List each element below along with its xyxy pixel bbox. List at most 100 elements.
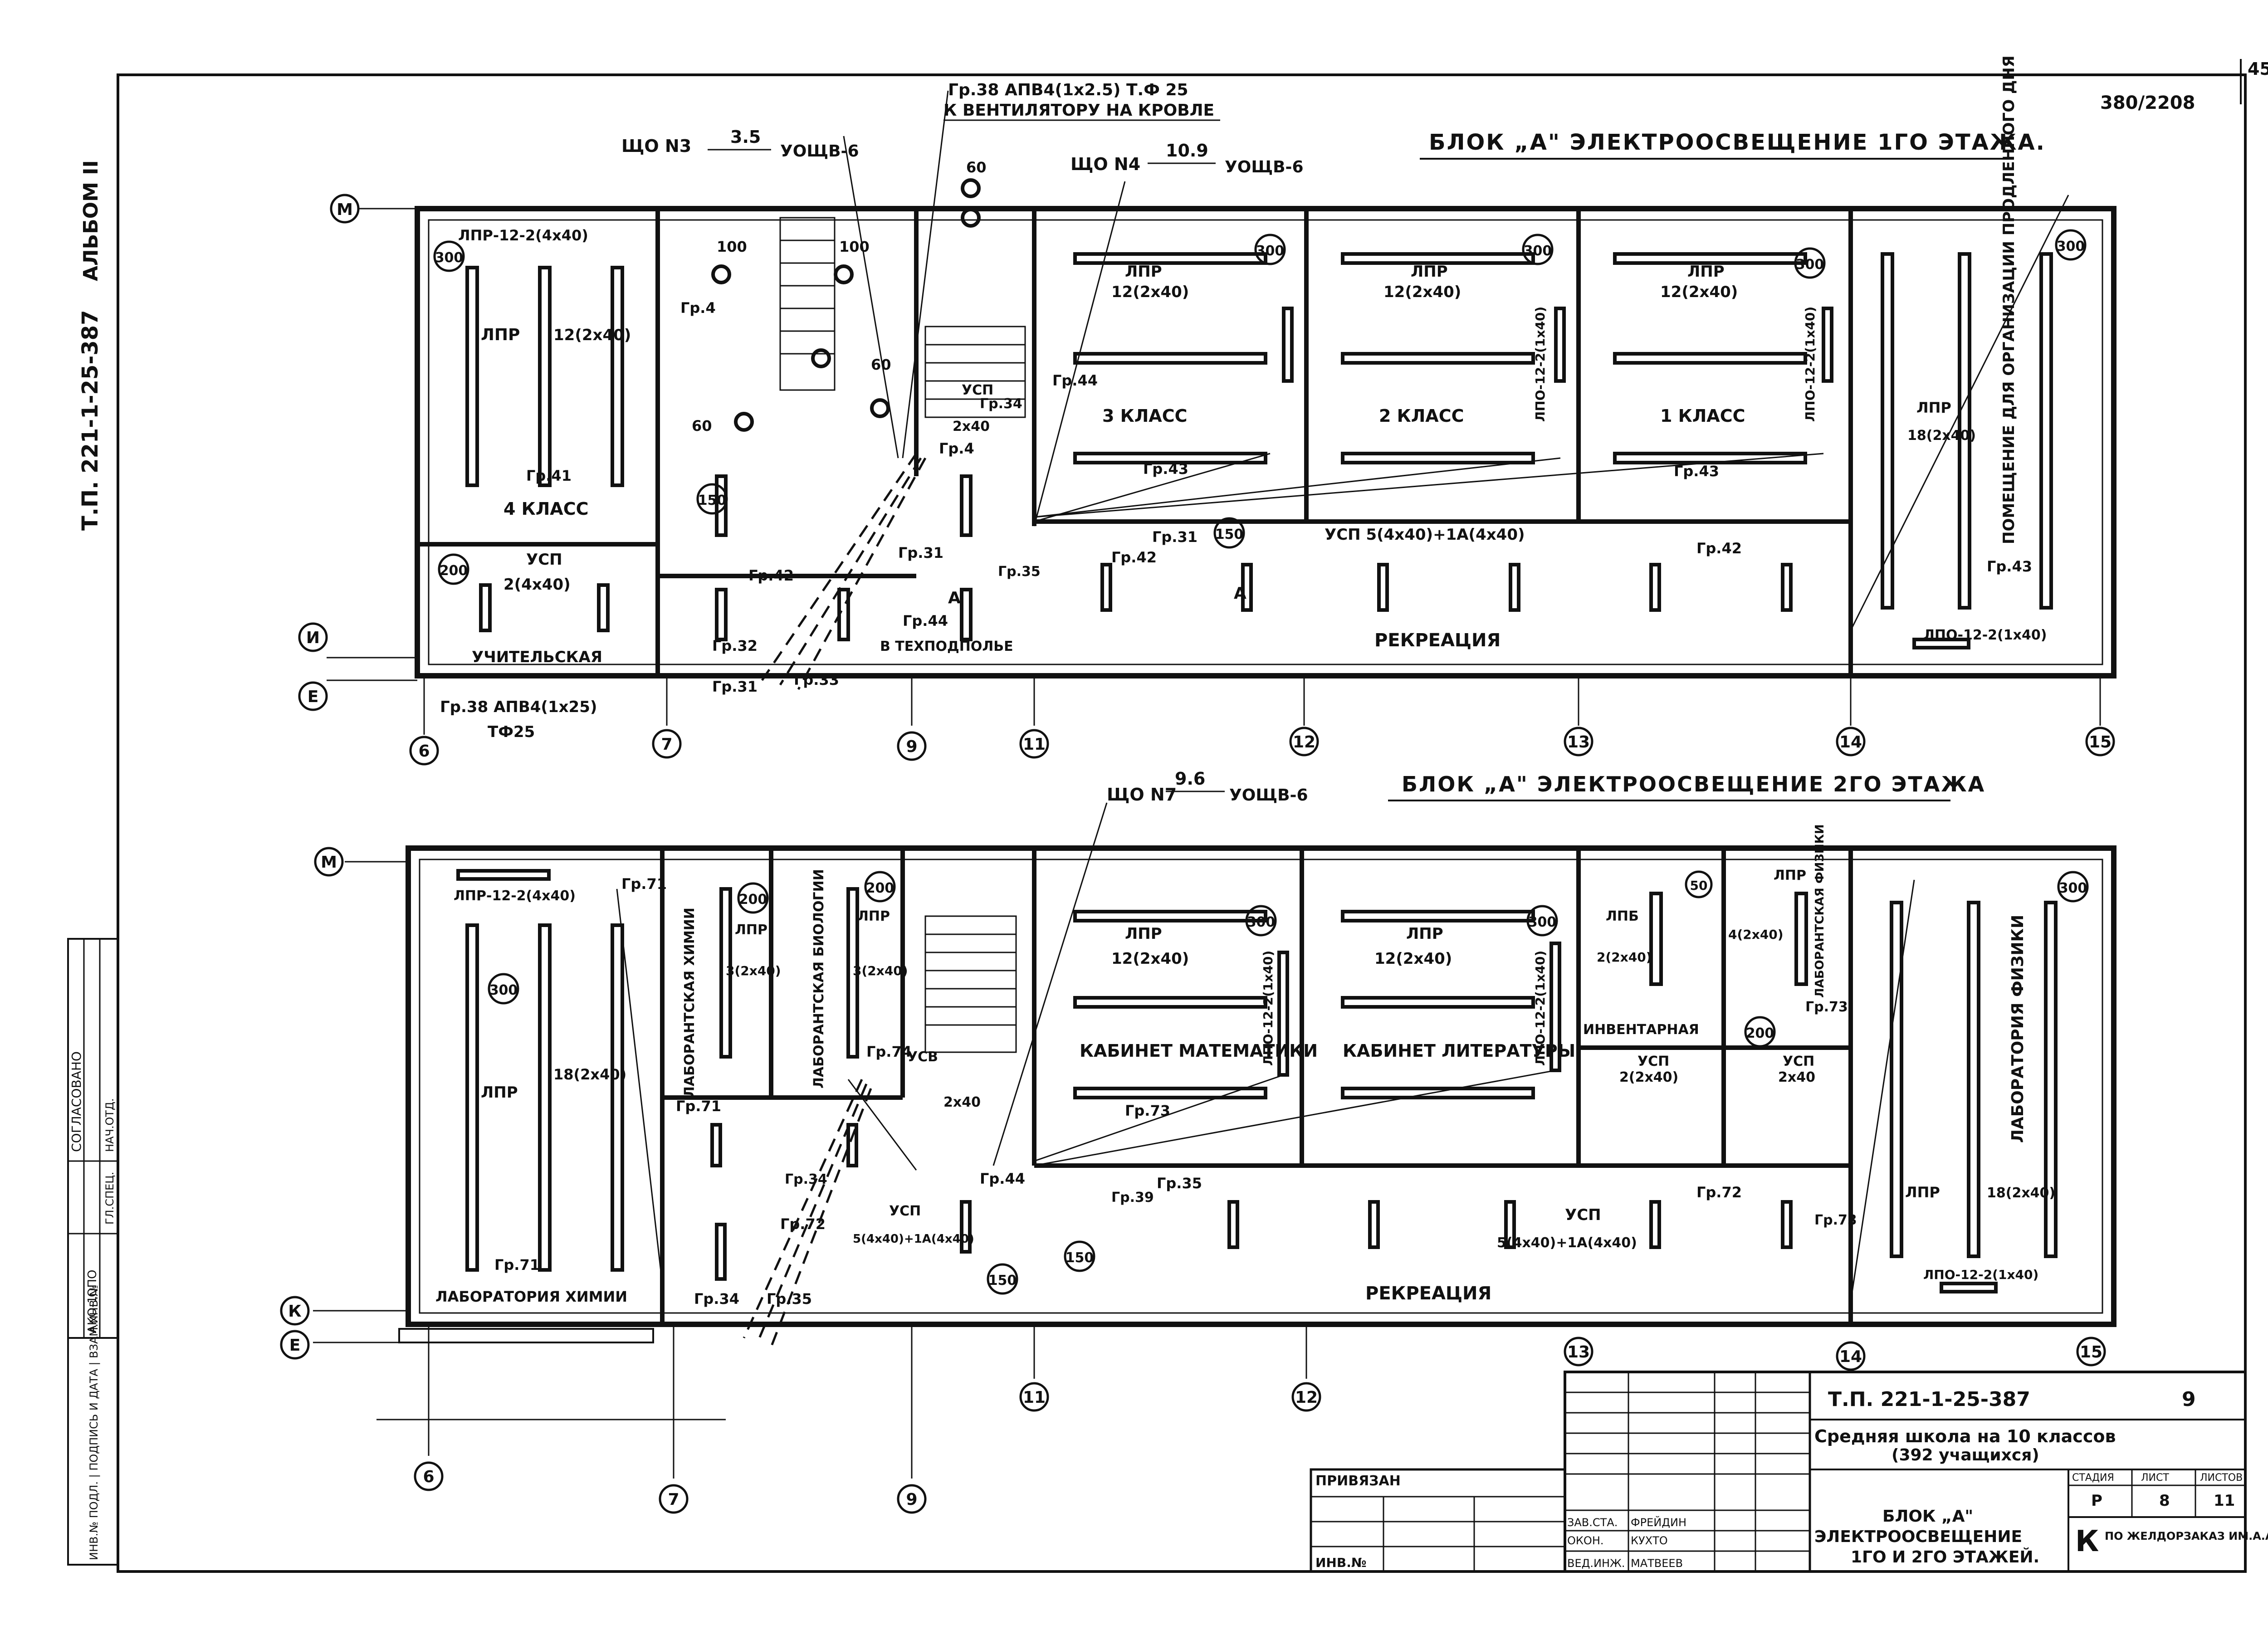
svg-text:Гр.74: Гр.74 bbox=[866, 1043, 912, 1060]
svg-text:ЛПР-12-2(4х40): ЛПР-12-2(4х40) bbox=[454, 888, 576, 904]
svg-text:Гр.73: Гр.73 bbox=[1814, 1212, 1857, 1228]
svg-text:2(2х40): 2(2х40) bbox=[1619, 1069, 1678, 1085]
room-uchitelskaya: УЧИТЕЛЬСКАЯ bbox=[472, 648, 602, 666]
svg-text:12: 12 bbox=[1293, 733, 1315, 752]
svg-text:14: 14 bbox=[1839, 733, 1862, 752]
svg-text:УСП: УСП bbox=[962, 382, 993, 398]
svg-text:Гр.71: Гр.71 bbox=[676, 1098, 721, 1115]
svg-text:ЛПР: ЛПР bbox=[1406, 925, 1443, 943]
svg-text:ЛПР: ЛПР bbox=[1687, 263, 1725, 281]
tb-sheet-no: 9 bbox=[2182, 1388, 2196, 1411]
tb-name-2: МАТВЕЕВ bbox=[1631, 1557, 1683, 1570]
svg-text:3(2х40): 3(2х40) bbox=[853, 963, 908, 978]
floor1-partitions bbox=[417, 209, 1853, 676]
svg-text:5(4х40)+1А(4х40): 5(4х40)+1А(4х40) bbox=[1497, 1235, 1637, 1251]
room-rekreatsiya-2: РЕКРЕАЦИЯ bbox=[1365, 1283, 1491, 1304]
page-number: 45 bbox=[2248, 59, 2268, 79]
svg-text:2(2х40): 2(2х40) bbox=[1597, 950, 1652, 965]
svg-text:9: 9 bbox=[906, 737, 917, 756]
tb-sheet: 8 bbox=[2159, 1492, 2170, 1510]
svg-text:150: 150 bbox=[988, 1273, 1017, 1288]
svg-text:ЛПР: ЛПР bbox=[481, 1083, 518, 1102]
svg-text:Гр.43: Гр.43 bbox=[1674, 463, 1719, 480]
feed-note-2: К ВЕНТИЛЯТОРУ НА КРОВЛЕ bbox=[943, 101, 1214, 120]
floor1-outline bbox=[415, 206, 2116, 678]
tb-role-2: ВЕД.ИНЖ. bbox=[1567, 1557, 1625, 1570]
room-1-klass: 1 КЛАСС bbox=[1660, 406, 1745, 426]
svg-text:Гр.43: Гр.43 bbox=[1143, 460, 1188, 478]
svg-text:Гр.72: Гр.72 bbox=[1696, 1184, 1742, 1201]
panel-shch-o-n4-type: УОЩВ-6 bbox=[1225, 158, 1304, 176]
panel-shch-o-n3-value: 3.5 bbox=[730, 127, 761, 147]
svg-text:150: 150 bbox=[1066, 1250, 1094, 1266]
svg-text:Е: Е bbox=[289, 1336, 301, 1355]
approval-label-0: СОГЛАСОВАНО bbox=[69, 1051, 84, 1152]
svg-text:ЛПО-12-2(1х40): ЛПО-12-2(1х40) bbox=[1923, 627, 2047, 643]
svg-text:12(2х40): 12(2х40) bbox=[553, 326, 631, 344]
svg-text:18(2х40): 18(2х40) bbox=[1987, 1185, 2055, 1201]
svg-text:Гр.73: Гр.73 bbox=[1805, 999, 1848, 1015]
panel-shch-o-n3-id: ЩО N3 bbox=[621, 136, 691, 156]
tb-role-1: ОКОН. bbox=[1567, 1534, 1604, 1547]
tb-sheet-h: ЛИСТ bbox=[2141, 1472, 2169, 1484]
svg-text:200: 200 bbox=[440, 563, 468, 579]
svg-text:300: 300 bbox=[2057, 239, 2085, 254]
svg-text:УСП 5(4х40)+1А(4х40): УСП 5(4х40)+1А(4х40) bbox=[1325, 526, 1525, 544]
svg-text:300: 300 bbox=[489, 982, 518, 998]
tb-org: ПО ЖЕЛДОРЗАКАЗ ИМ.А.А.ЯКУШЕВА bbox=[2105, 1530, 2268, 1542]
svg-text:150: 150 bbox=[1215, 527, 1244, 542]
svg-text:15: 15 bbox=[2089, 733, 2112, 752]
panel-shch-o-n7-type: УОЩВ-6 bbox=[1229, 786, 1308, 805]
svg-text:200: 200 bbox=[739, 892, 767, 908]
svg-text:12(2х40): 12(2х40) bbox=[1660, 283, 1738, 301]
svg-text:Гр.44: Гр.44 bbox=[980, 1170, 1025, 1187]
svg-text:Гр.34: Гр.34 bbox=[980, 396, 1022, 412]
floor1-lux-markers: 300 300 300 300 300 150 150 200 bbox=[433, 229, 2087, 585]
svg-text:Гр.35: Гр.35 bbox=[767, 1290, 812, 1308]
svg-text:7: 7 bbox=[661, 735, 672, 754]
svg-text:И: И bbox=[306, 629, 320, 647]
svg-text:Гр.44: Гр.44 bbox=[903, 612, 948, 630]
room-laborant-khimii: ЛАБОРАНТСКАЯ ХИМИИ bbox=[682, 908, 698, 1098]
svg-text:ЛПР: ЛПР bbox=[1905, 1184, 1940, 1201]
floor1-stair-lamps bbox=[711, 178, 981, 432]
svg-text:Гр.31: Гр.31 bbox=[898, 544, 943, 561]
tb-project: Средняя школа на 10 классов bbox=[1814, 1426, 2116, 1446]
svg-text:12(2х40): 12(2х40) bbox=[1111, 950, 1189, 968]
svg-text:11: 11 bbox=[1023, 735, 1046, 754]
panel-shch-o-n4-value: 10.9 bbox=[1166, 141, 1208, 161]
svg-text:ЛПР-12-2(4х40): ЛПР-12-2(4х40) bbox=[458, 227, 588, 244]
svg-text:12: 12 bbox=[1295, 1388, 1318, 1407]
svg-text:УСП: УСП bbox=[1783, 1054, 1814, 1069]
svg-text:А: А bbox=[948, 589, 961, 607]
room-laborant-fiziki: ЛАБОРАНТСКАЯ ФИЗИКИ bbox=[1813, 824, 1827, 998]
svg-text:ЛПО-12-2(1х40): ЛПО-12-2(1х40) bbox=[1261, 951, 1276, 1066]
svg-text:Гр.33: Гр.33 bbox=[794, 671, 839, 688]
svg-text:А: А bbox=[1234, 584, 1246, 603]
lux-60-right: 60 bbox=[871, 356, 891, 373]
svg-text:ЛПО-12-2(1х40): ЛПО-12-2(1х40) bbox=[1923, 1267, 2038, 1282]
svg-text:Гр.35: Гр.35 bbox=[998, 564, 1041, 580]
tb-org-logo: К bbox=[2075, 1525, 2099, 1558]
svg-text:12(2х40): 12(2х40) bbox=[1374, 950, 1452, 968]
tb-stage: Р bbox=[2091, 1492, 2102, 1510]
svg-text:Гр.35: Гр.35 bbox=[1157, 1175, 1202, 1192]
svg-text:2х40: 2х40 bbox=[1778, 1069, 1815, 1085]
approval-box: СОГЛАСОВАНО АКО-1 ОПО ГЛ.СПЕЦ. НАЧ.ОТД. bbox=[67, 938, 119, 1339]
svg-text:Гр.41: Гр.41 bbox=[526, 467, 572, 484]
svg-text:18(2х40): 18(2х40) bbox=[1907, 428, 1976, 444]
tb-stage-h: СТАДИЯ bbox=[2072, 1472, 2114, 1484]
floor2-wiring bbox=[616, 802, 1915, 1302]
svg-text:300: 300 bbox=[1528, 914, 1557, 930]
svg-text:300: 300 bbox=[1524, 243, 1552, 259]
floor2-lux-markers: 300 200 200 300 300 50 200 300 150 150 bbox=[488, 870, 2089, 1295]
svg-text:18(2х40): 18(2х40) bbox=[553, 1066, 626, 1083]
svg-text:Гр.42: Гр.42 bbox=[748, 567, 794, 584]
svg-text:7: 7 bbox=[668, 1490, 679, 1509]
floor1-fixture-labels: ЛПР 12(2х40) ЛПР-12-2(4х40) ЛПР 12(2х40)… bbox=[458, 227, 2047, 643]
approval-label-4: ГЛ.СПЕЦ. bbox=[103, 1171, 116, 1225]
room-kab-literatury: КАБИНЕТ ЛИТЕРАТУРЫ bbox=[1343, 1041, 1575, 1061]
approval-label-2: ОПО bbox=[86, 1270, 99, 1297]
floor2-group-labels: Гр.71 Гр.71 Гр.71 Гр.72 Гр.72 Гр.73 Гр.7… bbox=[494, 875, 1857, 1308]
lux-100-left: 100 bbox=[717, 238, 747, 255]
